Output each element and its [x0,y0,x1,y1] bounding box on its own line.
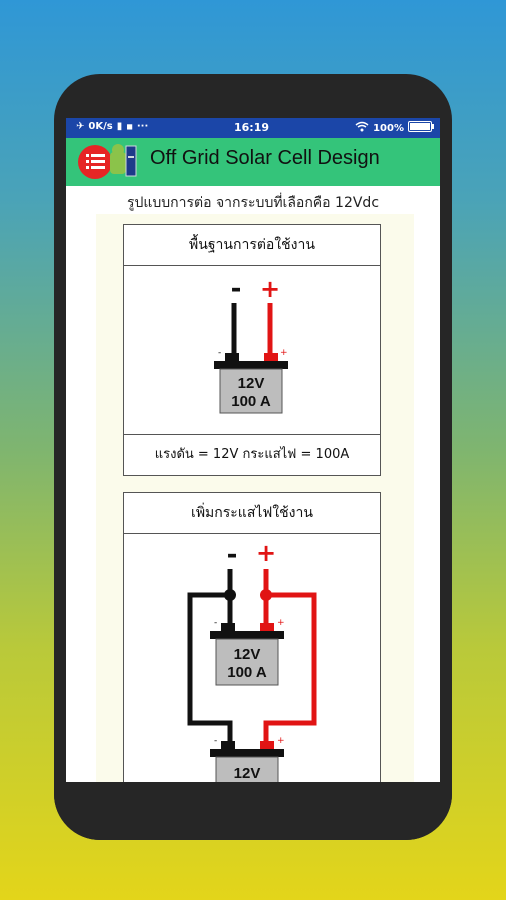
battery2-top [210,749,284,757]
battery2-body [215,756,279,782]
battery1-voltage: 12V [234,646,261,663]
connection-subtitle: รูปแบบการต่อ จากระบบที่เลือกคือ 12Vdc [126,195,380,211]
airplane-icon: ✈ [76,121,85,132]
app-logo-icon[interactable] [78,142,142,182]
wifi-icon [355,121,369,135]
battery-top [214,361,288,369]
svg-text:-: - [214,736,217,746]
battery1-capacity: 100 A [227,664,267,681]
app-title: Off Grid Solar Cell Design [150,147,380,169]
status-bar: ✈ 0K/s ▮ ◼︎ ··· 16:19 100% [66,118,440,138]
negative-sign: - [231,274,242,304]
card-title: พื้นฐานการต่อใช้งาน [124,225,380,266]
card-increase-current: เพิ่มกระแสไฟใช้งาน - + - + 12V [123,492,381,782]
battery-level: 100% [373,122,404,134]
app-screen: ✈ 0K/s ▮ ◼︎ ··· 16:19 100% [66,118,440,782]
basic-battery-diagram: - + - + 12V 100 A [214,274,288,414]
volte-icon: ◼︎ [126,122,133,131]
svg-text:+: + [280,348,288,358]
battery-capacity: 100 A [231,393,271,410]
svg-text:+: + [277,618,285,628]
app-bar: Off Grid Solar Cell Design [66,138,440,186]
diagram-content: พื้นฐานการต่อใช้งาน - + - + 12V 100 A แร… [96,214,414,782]
svg-text:-: - [218,348,221,358]
battery-body [219,368,283,414]
battery-voltage: 12V [238,375,265,392]
positive-terminal [264,353,278,361]
positive-sign: + [260,275,280,303]
card-title: เพิ่มกระแสไฟใช้งาน [124,493,380,534]
battery1-body [215,638,279,686]
card-basic-connection: พื้นฐานการต่อใช้งาน - + - + 12V 100 A แร… [123,224,381,476]
more-icon: ··· [136,121,149,132]
battery-icon [408,121,434,135]
svg-text:+: + [277,736,285,746]
clock: 16:19 [234,121,270,134]
svg-text:-: - [214,618,217,628]
sim-icon: ▮ [116,121,123,132]
positive-parallel-wire [263,592,317,743]
card-footer-spec: แรงดัน = 12V กระแสไฟ = 100A [124,434,380,475]
network-speed: 0K/s [88,121,113,132]
battery2-voltage: 12V [234,765,261,782]
parallel-battery-diagram: - + - + 12V 100 A [187,539,317,782]
negative-terminal [225,353,239,361]
phone-bottom-bezel [54,782,452,840]
positive-sign: + [256,539,276,567]
negative-parallel-wire [187,592,233,743]
negative-sign: - [227,540,238,570]
battery1-top [210,631,284,639]
